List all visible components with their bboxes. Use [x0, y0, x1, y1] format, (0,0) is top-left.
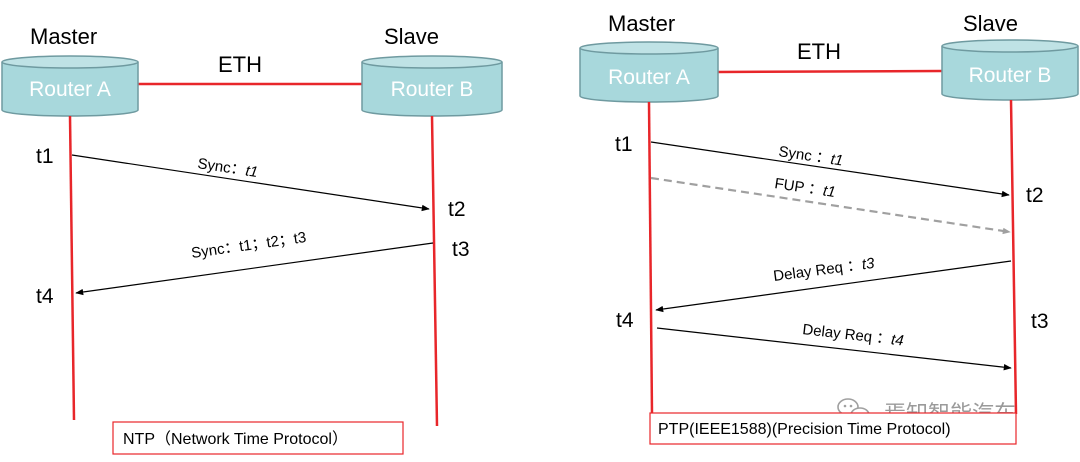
ptp-t2-label: t2	[1026, 184, 1044, 207]
ptp-msg4-label: Delay Req ：t4	[802, 321, 905, 349]
ptp-router-a-label: Router A	[608, 66, 690, 89]
ptp-router-b: Router B	[941, 39, 1079, 101]
ptp-eth-label: ETH	[797, 39, 841, 64]
ntp-msg1-label: Sync：t1	[196, 155, 259, 181]
ptp-router-b-label: Router B	[969, 64, 1052, 87]
ntp-eth-label: ETH	[218, 52, 262, 77]
ntp-caption: NTP（Network Time Protocol）	[123, 430, 348, 448]
ntp-reply-arrow	[75, 242, 434, 296]
ptp-msg3-label: Delay Req ：t3	[772, 255, 876, 285]
ntp-router-a: Router A	[1, 55, 139, 117]
ntp-t3-label: t3	[452, 238, 470, 261]
ptp-master-timeline	[647, 101, 654, 415]
ntp-msg2-label: Sync：t1；t2；t3	[190, 229, 307, 262]
ptp-delay-resp-arrow	[656, 327, 1012, 371]
ntp-router-a-label: Router A	[29, 78, 111, 101]
ntp-t2-label: t2	[448, 198, 466, 221]
ntp-master-label: Master	[30, 24, 97, 49]
ptp-router-a: Router A	[579, 41, 719, 103]
ptp-slave-label: Slave	[963, 11, 1018, 36]
ntp-slave-label: Slave	[384, 24, 439, 49]
ntp-caption-box	[112, 421, 404, 455]
ntp-sync-arrow	[71, 154, 430, 212]
ntp-diagram: Master Slave ETH Router A Router B t1 t2…	[1, 24, 503, 455]
ntp-slave-timeline	[430, 115, 439, 427]
ntp-t4-label: t4	[36, 285, 54, 308]
ptp-master-label: Master	[608, 11, 675, 36]
ntp-router-b-label: Router B	[391, 78, 474, 101]
ptp-t1-label: t1	[615, 133, 633, 156]
ptp-caption-box	[649, 412, 1017, 445]
ptp-caption: PTP(IEEE1588)(Precision Time Protocol)	[658, 421, 951, 438]
ptp-slave-timeline	[1009, 99, 1018, 415]
ptp-diagram: Master Slave ETH Router A Router B t1 t2…	[579, 11, 1079, 445]
ptp-fup-arrow	[650, 176, 1011, 235]
ptp-t3-label: t3	[1031, 310, 1049, 333]
ntp-master-timeline	[68, 115, 76, 421]
ntp-router-b: Router B	[361, 55, 503, 117]
ptp-sync-arrow	[650, 141, 1010, 198]
ptp-t4-label: t4	[616, 309, 634, 332]
ntp-t1-label: t1	[36, 145, 54, 168]
ptp-delay-req-arrow	[655, 260, 1012, 313]
ptp-eth-link	[717, 69, 943, 74]
